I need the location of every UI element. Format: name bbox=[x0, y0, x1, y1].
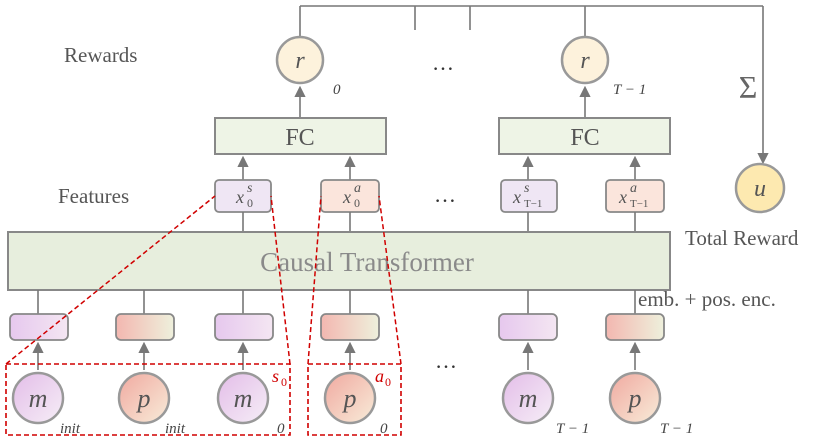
svg-text:T − 1: T − 1 bbox=[660, 421, 693, 437]
state-group-s0: s 0 bbox=[5, 363, 291, 436]
svg-text:p: p bbox=[627, 384, 642, 413]
embedding-bars bbox=[9, 313, 665, 341]
features-label: Features bbox=[58, 184, 129, 208]
rewards-label: Rewards bbox=[64, 43, 137, 67]
svg-text:T − 1: T − 1 bbox=[556, 421, 589, 437]
causal-transformer: Causal Transformer bbox=[7, 231, 671, 291]
svg-text:T−1: T−1 bbox=[524, 198, 542, 210]
feature-x-s-T-1: x s T−1 bbox=[500, 179, 558, 213]
action-group-a0: a 0 bbox=[307, 363, 402, 436]
feature-x-s-0: x s 0 bbox=[214, 179, 272, 213]
svg-text:s: s bbox=[524, 181, 530, 196]
feature-to-fc-arrows bbox=[237, 155, 641, 180]
svg-text:0: 0 bbox=[354, 196, 360, 210]
svg-text:a: a bbox=[354, 181, 361, 196]
svg-text:0: 0 bbox=[385, 375, 391, 389]
svg-text:0: 0 bbox=[333, 82, 341, 98]
svg-text:Causal Transformer: Causal Transformer bbox=[260, 247, 474, 277]
svg-text:p: p bbox=[342, 384, 357, 413]
input-node-m-T-1: m T − 1 bbox=[501, 371, 589, 437]
sum-connector bbox=[299, 5, 769, 165]
total-reward-label: Total Reward bbox=[685, 226, 799, 250]
feature-x-a-T-1: x a T−1 bbox=[605, 179, 665, 213]
projection-lines bbox=[5, 195, 402, 365]
svg-text:init: init bbox=[60, 421, 81, 437]
fc-box-T-1: FC bbox=[498, 117, 671, 155]
svg-text:FC: FC bbox=[570, 125, 599, 151]
svg-text:x: x bbox=[512, 187, 521, 207]
svg-text:T − 1: T − 1 bbox=[613, 82, 646, 98]
transformer-to-feature-lines bbox=[242, 212, 636, 232]
svg-text:u: u bbox=[754, 176, 766, 202]
emb-to-transformer-lines bbox=[37, 290, 636, 314]
fc-box-0: FC bbox=[214, 117, 387, 155]
ellipsis-top: … bbox=[432, 50, 454, 75]
svg-text:FC: FC bbox=[285, 125, 314, 151]
ellipsis-inputs: … bbox=[435, 348, 457, 373]
svg-text:r: r bbox=[580, 48, 590, 74]
svg-text:a: a bbox=[375, 366, 384, 386]
feature-x-a-0: x a 0 bbox=[320, 179, 380, 213]
svg-text:x: x bbox=[342, 187, 351, 207]
sum-symbol: Σ bbox=[739, 69, 758, 105]
svg-text:0: 0 bbox=[380, 421, 388, 437]
reward-node-0: r 0 bbox=[275, 35, 341, 98]
svg-text:0: 0 bbox=[247, 196, 253, 210]
input-node-p-0: p 0 bbox=[323, 371, 388, 437]
total-reward-node: u bbox=[734, 162, 786, 214]
svg-text:m: m bbox=[519, 384, 538, 413]
reward-node-T-1: r T − 1 bbox=[560, 35, 646, 98]
fc-to-reward-arrows bbox=[294, 85, 591, 118]
svg-text:s: s bbox=[247, 181, 253, 196]
input-node-p-init: p init bbox=[117, 371, 186, 437]
svg-text:a: a bbox=[630, 181, 637, 196]
svg-text:0: 0 bbox=[277, 421, 285, 437]
svg-text:T−1: T−1 bbox=[630, 198, 648, 210]
svg-text:init: init bbox=[165, 421, 186, 437]
svg-text:r: r bbox=[295, 48, 305, 74]
input-node-m-init: m init bbox=[11, 371, 81, 437]
svg-text:0: 0 bbox=[281, 375, 287, 389]
svg-text:s: s bbox=[272, 366, 279, 386]
svg-text:x: x bbox=[618, 187, 627, 207]
svg-text:m: m bbox=[29, 384, 48, 413]
svg-text:p: p bbox=[136, 384, 151, 413]
svg-text:x: x bbox=[235, 187, 244, 207]
input-node-m-0: m 0 bbox=[216, 371, 285, 437]
svg-text:m: m bbox=[234, 384, 253, 413]
ellipsis-features: … bbox=[434, 182, 456, 207]
input-node-p-T-1: p T − 1 bbox=[608, 371, 693, 437]
input-to-emb-arrows bbox=[32, 341, 641, 370]
